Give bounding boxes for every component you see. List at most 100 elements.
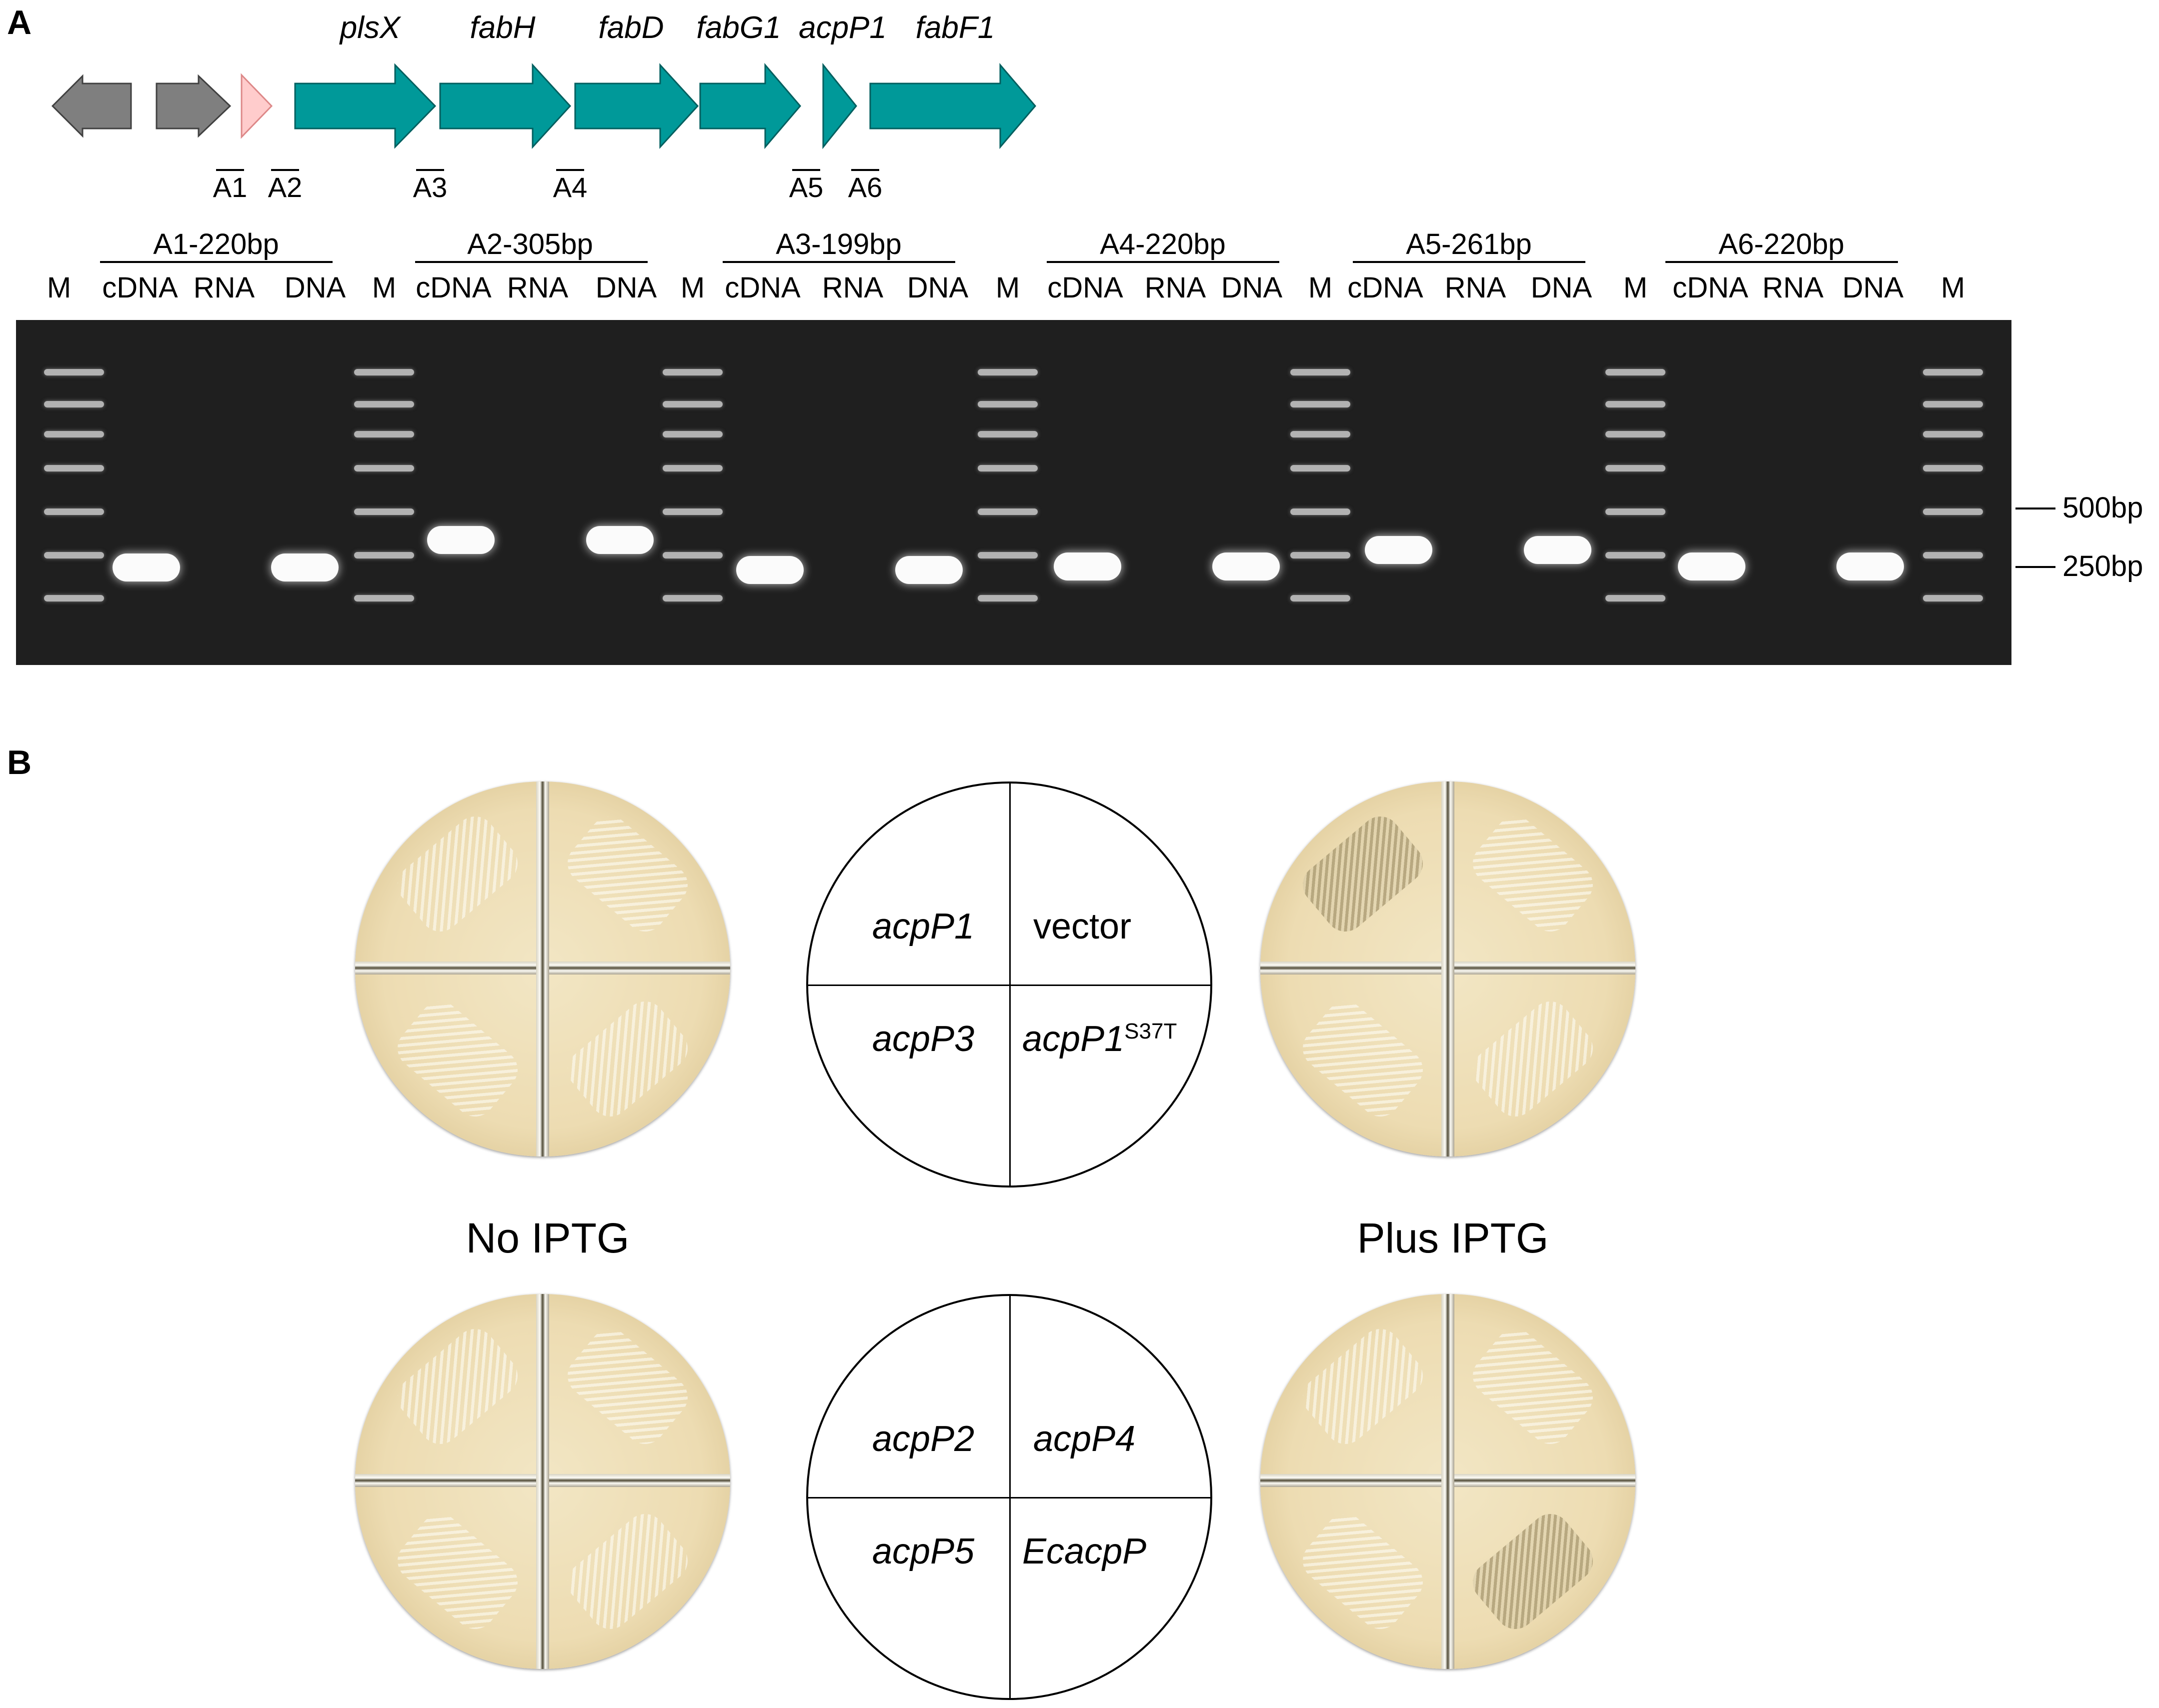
primer-label-a2: A2 <box>268 172 303 203</box>
key-top-tr: vector <box>1033 906 1132 946</box>
plate-plus-iptg-bottom <box>1260 1294 1635 1669</box>
lane-label: RNA <box>822 272 884 304</box>
plate-no-iptg-bottom <box>355 1294 730 1669</box>
lane-label: M <box>680 272 705 304</box>
plate-no-iptg-top <box>355 782 730 1156</box>
key-bottom-tl: acpP2 <box>872 1419 975 1459</box>
plate-plus-iptg-top <box>1260 782 1635 1156</box>
lane-label: M <box>372 272 397 304</box>
key-top-br-gene: acpP1 <box>1022 1019 1125 1059</box>
band-a2-cdna <box>427 526 495 554</box>
lane-label: M <box>1623 272 1648 304</box>
gel-group-a3: A3-199bp <box>776 228 902 260</box>
gene-label-fabh: fabH <box>470 10 536 45</box>
gel-group-line-a6 <box>1665 261 1898 263</box>
gel-image <box>16 320 2011 665</box>
plate-key-bottom: acpP2 acpP4 acpP5 EcacpP <box>806 1294 1212 1700</box>
gene-label-fabd: fabD <box>598 10 664 45</box>
panel-label-b: B <box>7 744 32 782</box>
gel-group-a6: A6-220bp <box>1718 228 1844 260</box>
band-a2-dna <box>586 526 654 554</box>
gel-group-a4: A4-220bp <box>1100 228 1226 260</box>
key-top-tl: acpP1 <box>872 906 975 946</box>
marker-label-500: 500bp <box>2062 492 2143 524</box>
primer-label-a1: A1 <box>213 172 248 203</box>
key-top-br-mutation: S37T <box>1124 1019 1177 1044</box>
primer-bar-a4 <box>556 169 584 171</box>
band-a3-dna <box>895 556 963 584</box>
key-bottom-bl: acpP5 <box>872 1532 975 1572</box>
gel-group-a5: A5-261bp <box>1406 228 1532 260</box>
primer-label-a4: A4 <box>553 172 588 203</box>
lane-label: cDNA <box>1047 272 1123 304</box>
band-a6-cdna <box>1678 552 1745 580</box>
panel-label-a: A <box>7 4 32 42</box>
primer-bar-a3 <box>416 169 444 171</box>
band-a5-dna <box>1524 536 1591 564</box>
primer-label-a6: A6 <box>848 172 883 203</box>
gel-group-a1: A1-220bp <box>153 228 279 260</box>
gene-label-fabf1: fabF1 <box>915 10 995 45</box>
band-a4-cdna <box>1054 552 1121 580</box>
lane-label: RNA <box>1144 272 1206 304</box>
band-a1-cdna <box>113 554 180 582</box>
key-bottom-tr: acpP4 <box>1033 1419 1136 1459</box>
lane-label: cDNA <box>102 272 178 304</box>
gene-arrow-grey-1 <box>51 74 132 138</box>
lane-label: M <box>1308 272 1333 304</box>
primer-bar-a2 <box>271 169 299 171</box>
gene-label-fabg1: fabG1 <box>696 10 781 45</box>
gene-arrow-pink <box>241 73 273 139</box>
gene-arrow-grey-2 <box>156 74 232 138</box>
lane-label: RNA <box>1762 272 1824 304</box>
operon-diagram <box>51 62 1036 150</box>
gel-group-line-a4 <box>1047 261 1279 263</box>
condition-label-plus-iptg: Plus IPTG <box>1357 1214 1549 1262</box>
band-a5-cdna <box>1365 536 1432 564</box>
gene-label-plsx: plsX <box>340 10 401 45</box>
condition-label-no-iptg: No IPTG <box>466 1214 630 1262</box>
lane-label: DNA <box>1221 272 1283 304</box>
lane-label: cDNA <box>416 272 492 304</box>
gene-arrow-acpp1 <box>822 62 857 150</box>
marker-label-250: 250bp <box>2062 550 2143 582</box>
gene-arrow-fabf1 <box>869 62 1036 150</box>
lane-label: RNA <box>1444 272 1506 304</box>
band-a6-dna <box>1836 552 1904 580</box>
lane-label: DNA <box>907 272 969 304</box>
primer-label-a5: A5 <box>789 172 824 203</box>
lane-label: DNA <box>1530 272 1592 304</box>
marker-tick-250 <box>2015 566 2055 568</box>
gene-arrow-fabg1 <box>699 62 801 150</box>
primer-bar-a5 <box>792 169 820 171</box>
lane-label: RNA <box>507 272 569 304</box>
gene-arrow-plsx <box>294 63 437 149</box>
lane-label: RNA <box>193 272 255 304</box>
gene-label-acpp1: acpP1 <box>799 10 887 45</box>
band-a4-dna <box>1212 552 1280 580</box>
gel-group-a2: A2-305bp <box>467 228 593 260</box>
gene-arrow-fabh <box>439 63 572 149</box>
lane-label: DNA <box>595 272 657 304</box>
gel-group-line-a5 <box>1353 261 1585 263</box>
primer-bar-a1 <box>216 169 244 171</box>
band-a3-cdna <box>736 556 804 584</box>
gel-group-line-a2 <box>415 261 648 263</box>
lane-label: cDNA <box>725 272 801 304</box>
lane-label: M <box>1940 272 1965 304</box>
lane-label: cDNA <box>1347 272 1423 304</box>
key-bottom-br: EcacpP <box>1022 1532 1147 1572</box>
gel-group-line-a1 <box>100 261 333 263</box>
lane-label: cDNA <box>1672 272 1748 304</box>
lane-label: DNA <box>1842 272 1904 304</box>
marker-tick-500 <box>2015 508 2055 510</box>
lane-label: M <box>47 272 72 304</box>
lane-label: M <box>995 272 1020 304</box>
gene-arrow-fabd <box>574 63 699 149</box>
gel-group-line-a3 <box>723 261 955 263</box>
key-top-br: acpP1S37T <box>1022 1018 1177 1060</box>
primer-bar-a6 <box>851 169 879 171</box>
lane-label: DNA <box>284 272 346 304</box>
primer-label-a3: A3 <box>413 172 448 203</box>
key-top-bl: acpP3 <box>872 1019 975 1059</box>
